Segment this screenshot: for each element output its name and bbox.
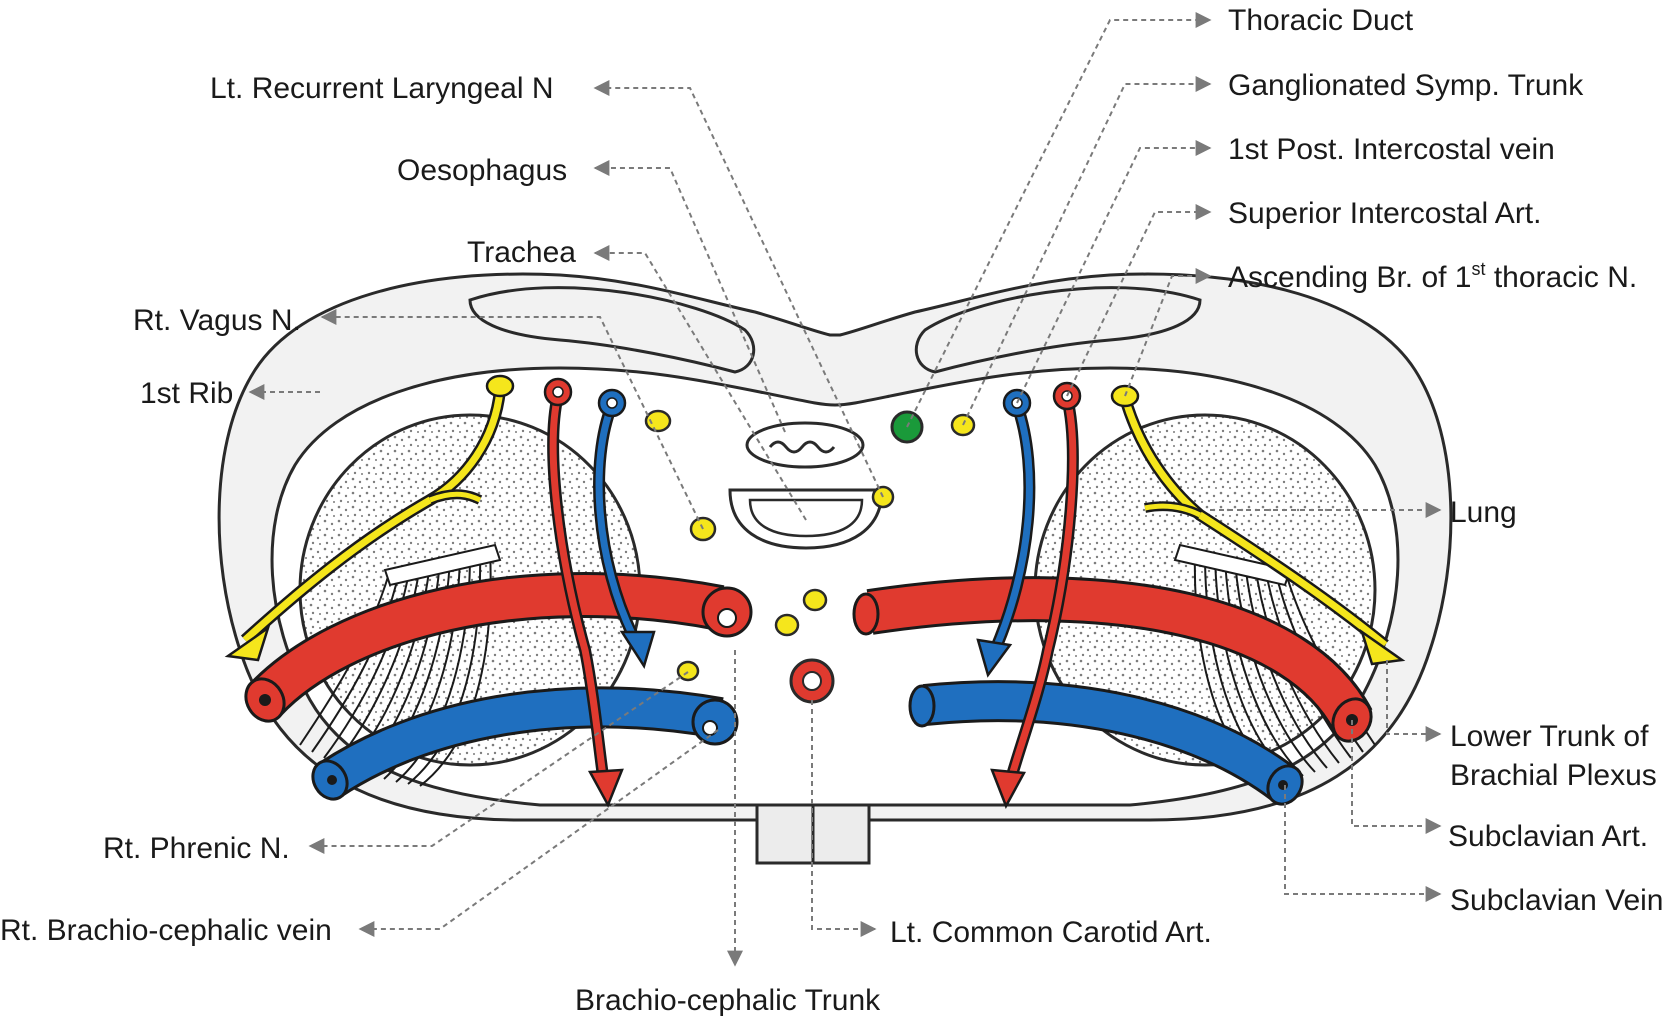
midline-structures xyxy=(644,409,976,704)
label-lower-trunk-line2: Brachial Plexus xyxy=(1450,759,1657,792)
label-lt-recurrent-laryngeal: Lt. Recurrent Laryngeal N xyxy=(210,72,554,105)
leader-lines xyxy=(248,12,1442,967)
label-ganglionated-symp-trunk: Ganglionated Symp. Trunk xyxy=(1228,69,1584,102)
label-lt-common-carotid: Lt. Common Carotid Art. xyxy=(890,916,1212,949)
rt-vagus-circle xyxy=(644,409,672,433)
label-lower-trunk-line1: Lower Trunk of xyxy=(1450,720,1649,753)
label-trachea: Trachea xyxy=(467,236,576,269)
rt-phrenic-circle xyxy=(676,660,700,682)
right-side-structures xyxy=(224,374,753,808)
label-lung: Lung xyxy=(1450,496,1517,529)
label-rt-phrenic: Rt. Phrenic N. xyxy=(103,832,290,865)
right-rib-head xyxy=(914,286,1202,374)
label-oesophagus: Oesophagus xyxy=(397,154,567,187)
label-brachio-cephalic-trunk: Brachio-cephalic Trunk xyxy=(575,984,881,1017)
label-rt-brachio-cephalic-vein: Rt. Brachio-cephalic vein xyxy=(0,914,332,947)
label-first-post-intercostal-vein: 1st Post. Intercostal vein xyxy=(1228,133,1555,166)
label-superior-intercostal-art: Superior Intercostal Art. xyxy=(1228,197,1541,230)
label-thoracic-duct: Thoracic Duct xyxy=(1228,4,1414,37)
left-side-structures xyxy=(852,381,1406,809)
label-rt-vagus: Rt. Vagus N. xyxy=(133,304,301,337)
left-rib-head xyxy=(468,286,756,374)
label-ascending-br: Ascending Br. of 1st thoracic N. xyxy=(1228,259,1637,294)
labels: Thoracic Duct Ganglionated Symp. Trunk 1… xyxy=(0,4,1664,1017)
lt-phrenic-circle xyxy=(774,613,800,637)
label-first-rib: 1st Rib xyxy=(140,377,233,410)
trachea-lumen xyxy=(748,498,864,538)
label-subclavian-art: Subclavian Art. xyxy=(1448,820,1648,853)
lt-vagus-circle xyxy=(802,588,828,612)
label-subclavian-vein: Subclavian Vein xyxy=(1450,884,1664,917)
oesophagus-lumen xyxy=(768,440,836,454)
